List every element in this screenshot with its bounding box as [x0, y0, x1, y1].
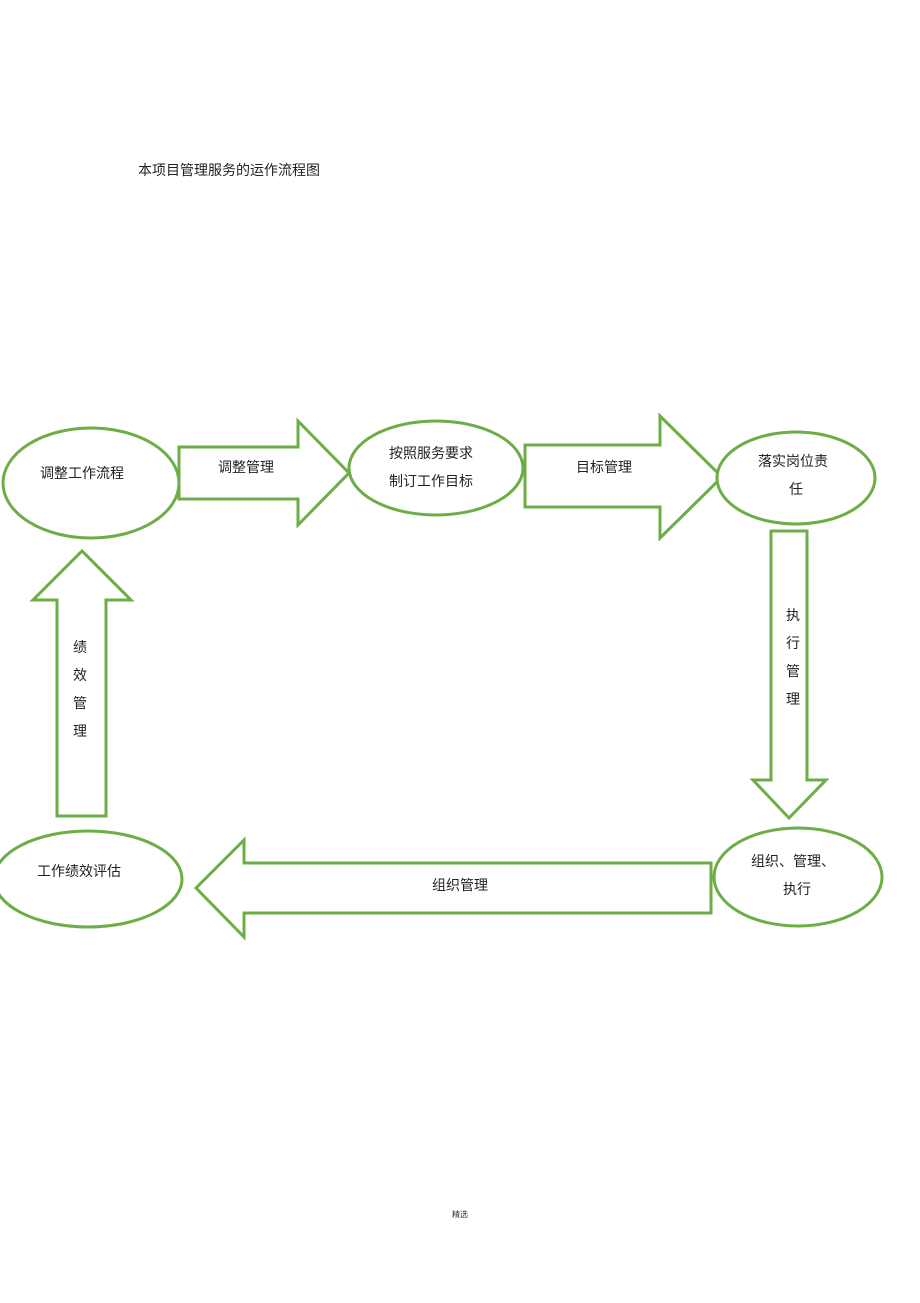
- arrow-execution-label-2: 行: [786, 636, 800, 652]
- arrow-organization-management: 组织管理: [193, 836, 713, 941]
- node-adjust-workflow-label: 调整工作流程: [40, 466, 124, 482]
- arrow-execution-label-3: 管: [786, 664, 800, 680]
- node-organize-manage-execute-label-1: 组织、管理、: [751, 854, 835, 870]
- node-performance-evaluation-label: 工作绩效评估: [37, 864, 121, 880]
- arrow-performance-label-1: 绩: [73, 640, 87, 656]
- arrow-execution-label-1: 执: [786, 608, 800, 624]
- node-performance-evaluation: 工作绩效评估: [0, 829, 184, 929]
- arrow-performance-label-4: 理: [73, 724, 87, 740]
- arrow-execution-management: 执 行 管 理: [749, 529, 830, 821]
- node-implement-responsibility: 落实岗位责 任: [715, 430, 877, 526]
- arrow-adjust-management: 调整管理: [177, 417, 352, 529]
- arrow-organization-management-label: 组织管理: [432, 878, 488, 894]
- node-implement-responsibility-label-2: 任: [789, 482, 803, 498]
- arrow-performance-management: 绩 效 管 理: [29, 548, 135, 818]
- node-adjust-workflow: 调整工作流程: [1, 426, 181, 540]
- node-set-goals-label-2: 制订工作目标: [389, 474, 473, 490]
- arrow-goal-management-label: 目标管理: [576, 460, 632, 476]
- node-set-goals: 按照服务要求 制订工作目标: [347, 419, 525, 517]
- arrow-adjust-management-label: 调整管理: [218, 460, 274, 476]
- node-organize-manage-execute-label-2: 执行: [783, 882, 811, 898]
- node-set-goals-label-1: 按照服务要求: [389, 446, 473, 462]
- footer-mark: 精选: [452, 1210, 468, 1219]
- page-title: 本项目管理服务的运作流程图: [138, 163, 320, 179]
- arrow-goal-management: 目标管理: [523, 412, 725, 542]
- arrow-performance-label-3: 管: [73, 696, 87, 712]
- node-implement-responsibility-label-1: 落实岗位责: [758, 454, 828, 470]
- arrow-execution-label-4: 理: [786, 692, 800, 708]
- node-organize-manage-execute: 组织、管理、 执行: [712, 826, 884, 928]
- arrow-performance-label-2: 效: [73, 668, 87, 684]
